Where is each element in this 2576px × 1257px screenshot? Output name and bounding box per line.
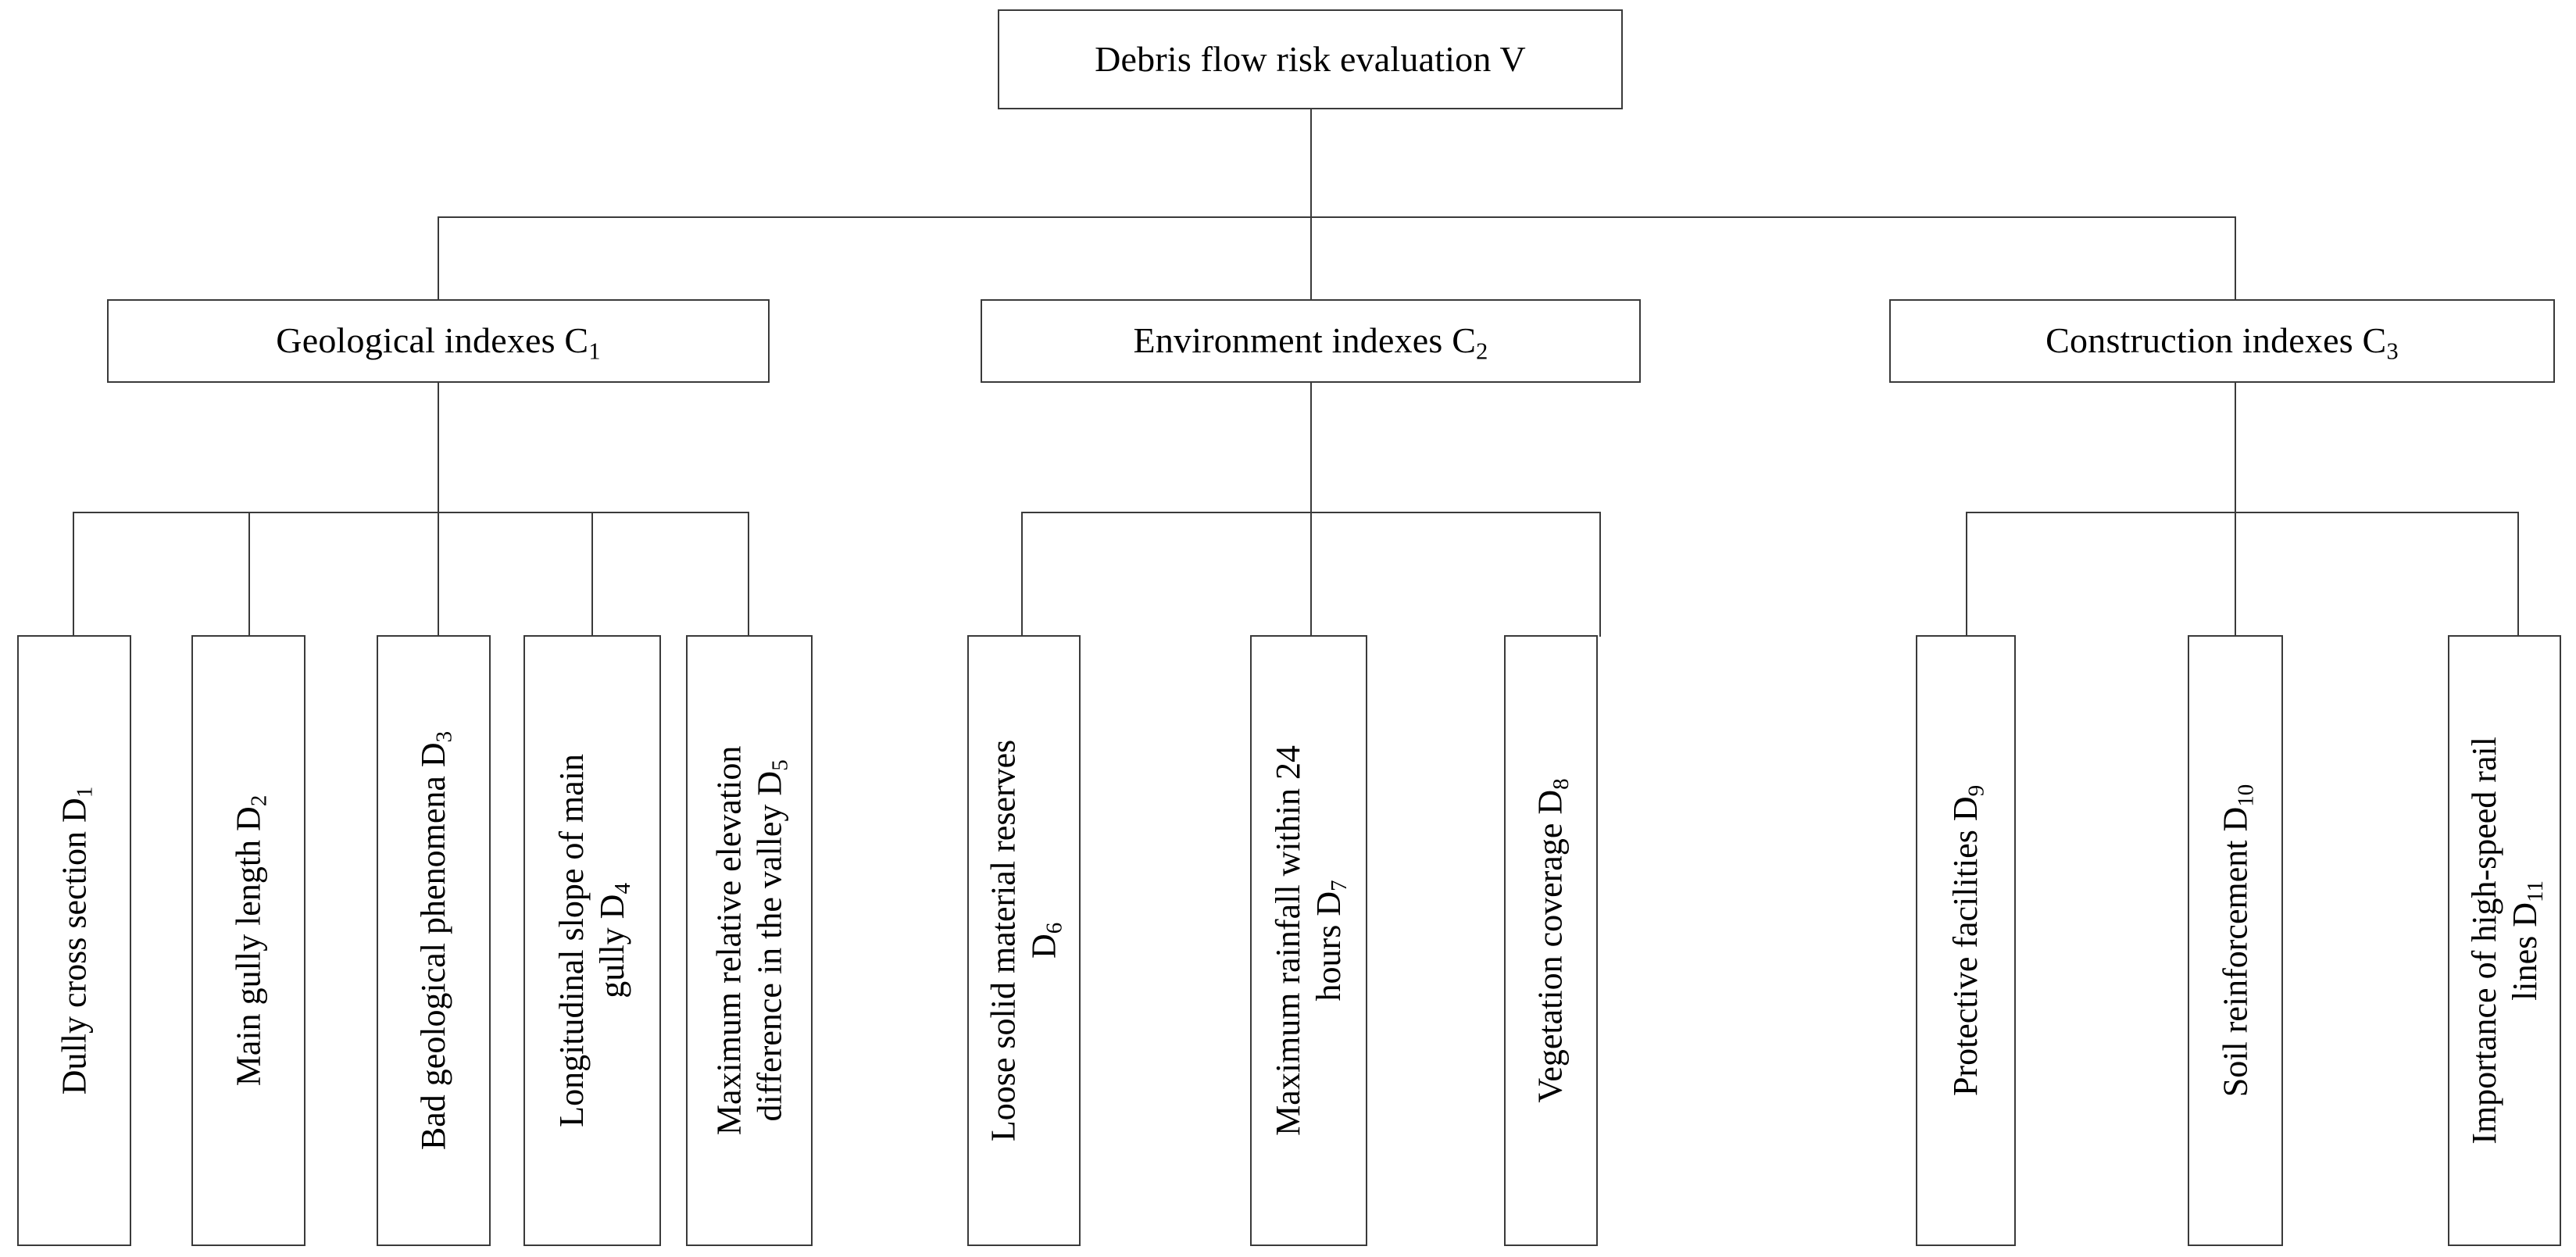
connector-drop-leaf-5 <box>748 512 749 637</box>
node-root-label: Debris flow risk evaluation V <box>1095 38 1526 79</box>
node-leaf-2-label: Main gully length D2 <box>229 795 272 1087</box>
node-leaf-6-subscript: 6 <box>1041 922 1067 934</box>
node-branch-3-label: Construction indexes C3 <box>2045 320 2399 365</box>
node-leaf-vegetation-coverage[interactable]: Vegetation coverage D8 <box>1504 635 1598 1246</box>
node-leaf-9-subscript: 9 <box>1963 784 1989 797</box>
node-leaf-8-label: Vegetation coverage D8 <box>1531 778 1574 1103</box>
node-leaf-10-label: Soil reinforcement D10 <box>2216 784 2259 1098</box>
connector-branch-3-bus <box>1966 512 2517 513</box>
node-leaf-soil-reinforcement[interactable]: Soil reinforcement D10 <box>2188 635 2283 1246</box>
node-leaf-1-subscript: 1 <box>72 786 98 798</box>
connector-drop-branch-1 <box>438 216 439 299</box>
node-branch-3-subscript: 3 <box>2386 337 2399 365</box>
connector-root-stem <box>1310 109 1312 216</box>
connector-drop-leaf-11 <box>2517 512 2519 637</box>
connector-drop-leaf-1 <box>73 512 74 637</box>
node-leaf-10-subscript: 10 <box>2233 784 2259 807</box>
node-branch-geological-indexes[interactable]: Geological indexes C1 <box>107 299 770 383</box>
connector-drop-leaf-10 <box>2235 512 2236 637</box>
node-branch-1-label: Geological indexes C1 <box>276 320 601 365</box>
node-leaf-3-label: Bad geological phenomena D3 <box>414 730 457 1151</box>
connector-drop-leaf-4 <box>591 512 593 637</box>
node-branch-1-subscript: 1 <box>588 337 601 365</box>
node-branch-2-subscript: 2 <box>1476 337 1488 365</box>
node-leaf-2-subscript: 2 <box>246 795 272 807</box>
connector-branch-3-stem <box>2235 383 2236 513</box>
connector-branch-2-stem <box>1310 383 1312 513</box>
node-leaf-4-subscript: 4 <box>610 883 636 895</box>
connector-drop-leaf-2 <box>248 512 250 637</box>
connector-branch-1-stem <box>438 383 439 513</box>
node-leaf-9-label: Protective facilities D9 <box>1946 784 1989 1097</box>
node-leaf-3-subscript: 3 <box>431 730 457 743</box>
connector-drop-leaf-8 <box>1599 512 1601 637</box>
connector-drop-leaf-9 <box>1966 512 1967 637</box>
node-leaf-protective-facilities[interactable]: Protective facilities D9 <box>1916 635 2016 1246</box>
node-branch-2-label: Environment indexes C2 <box>1133 320 1488 365</box>
node-root-debris-flow-risk-evaluation[interactable]: Debris flow risk evaluation V <box>998 9 1623 109</box>
connector-branch-1-bus <box>73 512 749 513</box>
connector-drop-branch-2 <box>1310 216 1312 299</box>
connector-drop-leaf-6 <box>1021 512 1023 637</box>
node-leaf-bad-geological-phenomena[interactable]: Bad geological phenomena D3 <box>377 635 491 1246</box>
node-leaf-7-subscript: 7 <box>1327 880 1352 891</box>
connector-level1-bus <box>438 216 2235 218</box>
node-leaf-5-subscript: 5 <box>767 759 793 771</box>
node-branch-construction-indexes[interactable]: Construction indexes C3 <box>1889 299 2555 383</box>
node-leaf-main-gully-length[interactable]: Main gully length D2 <box>191 635 305 1246</box>
node-leaf-8-subscript: 8 <box>1549 778 1574 790</box>
node-leaf-dully-cross-section[interactable]: Dully cross section D1 <box>17 635 131 1246</box>
connector-drop-branch-3 <box>2235 216 2236 299</box>
node-branch-environment-indexes[interactable]: Environment indexes C2 <box>981 299 1641 383</box>
connector-drop-leaf-7 <box>1310 512 1312 637</box>
node-leaf-1-label: Dully cross section D1 <box>55 786 98 1095</box>
node-leaf-11-subscript: 11 <box>2522 880 2548 903</box>
connector-drop-leaf-3 <box>438 512 439 637</box>
